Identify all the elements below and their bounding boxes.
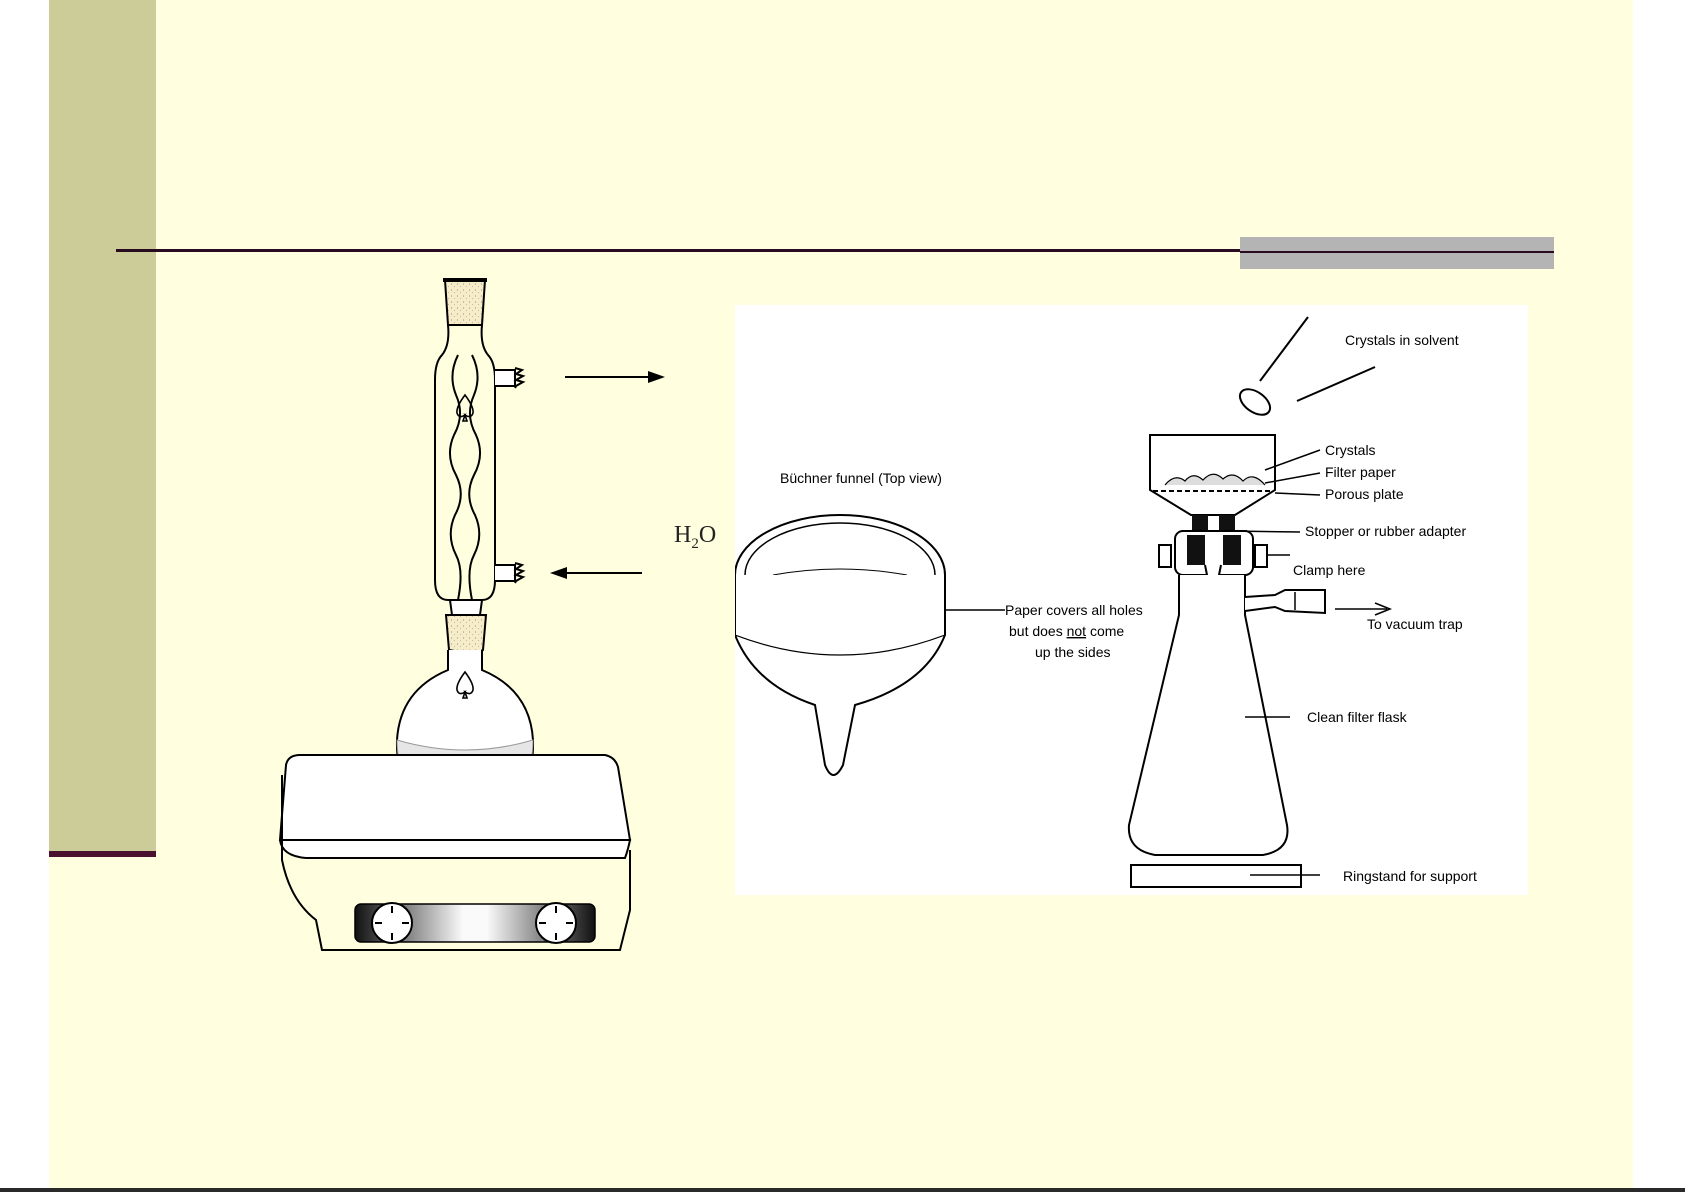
label-stopper: Stopper or rubber adapter — [1305, 523, 1466, 539]
label-porous-plate: Porous plate — [1325, 486, 1404, 502]
label-paper-line2: but does not come — [1009, 623, 1124, 639]
ringstand-base — [1131, 865, 1301, 887]
left-accent-band — [49, 0, 156, 855]
title-accent-bar — [1240, 237, 1554, 269]
water-out-arrow — [565, 371, 665, 383]
water-in-arrow — [550, 567, 642, 579]
water-label-o: O — [699, 522, 716, 548]
water-label-h: H — [674, 522, 691, 548]
label-crystals-in-solvent: Crystals in solvent — [1345, 332, 1459, 348]
label-filter-paper: Filter paper — [1325, 464, 1396, 480]
water-label-sub: 2 — [691, 536, 699, 552]
title-accent-line — [1240, 251, 1554, 253]
label-vacuum: To vacuum trap — [1367, 616, 1463, 632]
label-clamp: Clamp here — [1293, 562, 1366, 578]
label-paper-line1: Paper covers all holes — [1005, 602, 1143, 618]
top-stopper — [443, 278, 487, 325]
vacuum-filtration-diagram: Crystals in solvent Cr — [735, 305, 1528, 895]
water-label: H2O — [674, 522, 716, 553]
label-crystals: Crystals — [1325, 442, 1376, 458]
lower-joint — [446, 600, 486, 653]
bottom-edge-strip — [0, 1188, 1685, 1192]
reflux-apparatus-diagram — [270, 270, 740, 960]
label-ringstand: Ringstand for support — [1343, 868, 1477, 884]
label-flask: Clean filter flask — [1307, 709, 1408, 725]
label-buchner-title: Büchner funnel (Top view) — [780, 470, 942, 486]
hot-plate — [280, 755, 630, 950]
label-paper-line3: up the sides — [1035, 644, 1111, 660]
condenser — [435, 325, 523, 600]
left-band-rule — [49, 851, 156, 857]
